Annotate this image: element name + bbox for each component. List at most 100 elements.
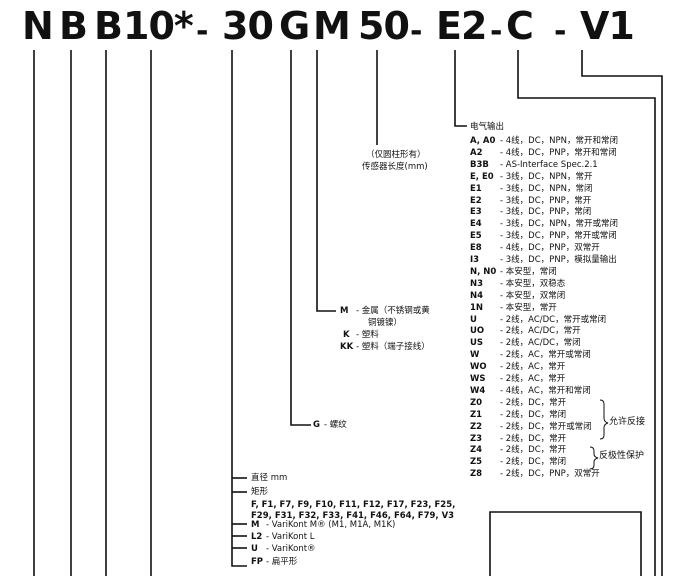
output-row-code: E4 xyxy=(470,219,482,230)
output-row-desc: - 本安型，双常闭 xyxy=(500,290,566,301)
code-dash-2: - xyxy=(410,14,422,49)
bracket-polarity-label: 反极性保护 xyxy=(599,451,645,461)
output-row-desc: - 2线，AC/DC，常开或常闭 xyxy=(500,314,607,325)
code-c: C xyxy=(506,4,534,48)
output-row-code: B3B xyxy=(470,159,489,170)
thread-code: G xyxy=(313,420,320,430)
output-row-desc: - 2线，AC，常开 xyxy=(500,362,566,373)
rect-codes-line2: F29, F31, F32, F33, F41, F46, F64, F79, … xyxy=(251,511,455,521)
output-row-code: Z2 xyxy=(470,421,483,432)
rect-label: 矩形 xyxy=(251,487,269,497)
material-code-m: M xyxy=(340,306,349,316)
output-row-desc: - 2线，DC，常闭 xyxy=(500,457,567,468)
output-row-desc: - 2线，DC，常开或常闭 xyxy=(500,421,592,432)
code-b2: B xyxy=(94,4,123,48)
code-b1: B xyxy=(59,4,88,48)
output-row-desc: - 4线，DC，NPN，常开和常闭 xyxy=(500,136,619,146)
code-dash-1: - xyxy=(196,14,208,49)
output-row-desc: - 2线，DC，常开 xyxy=(500,445,567,456)
output-row-desc: - 2线，AC/DC，常开 xyxy=(500,326,581,337)
output-row-desc: - 本安型，双稳态 xyxy=(500,278,566,289)
output-row-code: Z8 xyxy=(470,469,483,480)
output-row-code: E3 xyxy=(470,207,482,218)
output-row-code: US xyxy=(470,338,484,349)
code-e2: E2 xyxy=(436,4,487,48)
code-m: M xyxy=(313,4,351,48)
output-row-desc: - 本安型，常开 xyxy=(500,302,557,313)
output-row-code: Z1 xyxy=(470,409,483,420)
output-row-code: N3 xyxy=(470,278,484,289)
output-row-code: W4 xyxy=(470,385,486,396)
code-50: 50 xyxy=(358,4,410,48)
output-row-code: E8 xyxy=(470,243,482,254)
housing-desc-l2: - VariKont L xyxy=(266,532,315,542)
output-row-code: N4 xyxy=(470,290,484,301)
output-row-desc: - 3线，DC，PNP，模拟量输出 xyxy=(500,255,617,265)
output-row-desc: - 3线，DC，NPN，常开 xyxy=(500,171,593,182)
output-row-code: Z0 xyxy=(470,397,483,408)
output-row-code: UO xyxy=(470,326,485,337)
code-dash-4: - xyxy=(554,14,566,49)
housing-code-fp: FP xyxy=(251,557,264,567)
output-title: 电气输出 xyxy=(470,122,505,132)
output-row-desc: - 2线，AC，常开或常闭 xyxy=(500,350,591,361)
output-row-code: Z5 xyxy=(470,457,483,468)
material-code-kk: KK xyxy=(340,342,354,352)
diameter-label: 直径 mm xyxy=(251,473,288,483)
thread-desc: - 螺纹 xyxy=(324,420,347,430)
material-code-k: K xyxy=(343,330,350,340)
output-row-desc: - 2线，AC/DC，常闭 xyxy=(500,338,581,349)
output-row-code: E1 xyxy=(470,183,482,194)
housing-code-m: M xyxy=(251,520,260,530)
output-row-code: WO xyxy=(470,362,487,373)
output-row-code: Z4 xyxy=(470,445,483,456)
rect-codes-line1: F, F1, F7, F9, F10, F11, F12, F17, F23, … xyxy=(251,500,456,510)
output-row-desc: - 2线，DC，常闭 xyxy=(500,409,567,420)
code-10: 10* xyxy=(123,4,194,48)
housing-desc-u: - VariKont® xyxy=(266,544,316,554)
output-row-desc: - 4线，AC，常开和常闭 xyxy=(500,385,591,396)
housing-desc-m: - VariKont M® (M1, M1A, M1K) xyxy=(266,520,396,530)
output-row-code: A2 xyxy=(470,147,483,158)
output-row-code: E5 xyxy=(470,231,482,242)
output-row-desc: - 4线，DC，PNP，双常开 xyxy=(500,243,600,254)
housing-code-u: U xyxy=(251,544,258,554)
output-row-code: A, A0 xyxy=(470,136,496,146)
material-desc-kk: - 塑料（端子接线） xyxy=(356,342,430,352)
output-row-desc: - 3线，DC，PNP，常开 xyxy=(500,195,592,206)
output-row-desc: - 4线，DC，PNP，常开和常闭 xyxy=(500,147,617,158)
code-30: 30 xyxy=(222,4,274,48)
code-n: N xyxy=(22,4,54,48)
code-g: G xyxy=(279,4,310,48)
code-v1: V1 xyxy=(580,4,635,48)
output-row-code: 1N xyxy=(470,302,484,313)
housing-desc-fp: - 扁平形 xyxy=(266,557,298,567)
bracket-feedback-label: 允许反接 xyxy=(609,417,646,427)
material-desc-m-cont: 铜镀镍） xyxy=(368,318,403,328)
output-row-code: WS xyxy=(470,374,486,384)
code-dash-3: - xyxy=(490,14,502,49)
output-row-code: W xyxy=(470,350,480,361)
output-row-desc: - 3线，DC，PNP，常闭 xyxy=(500,207,592,218)
output-row-code: E2 xyxy=(470,195,482,206)
output-row-code: E, E0 xyxy=(470,171,494,182)
material-desc-k: - 塑料 xyxy=(356,330,379,340)
output-row-desc: - 本安型，常闭 xyxy=(500,266,557,277)
length-note-line2: 传感器长度(mm) xyxy=(362,162,428,172)
output-row-code: N, N0 xyxy=(470,266,497,277)
housing-code-l2: L2 xyxy=(251,532,263,542)
output-row-code: Z3 xyxy=(470,433,483,444)
length-note-line1: （仅圆柱形有） xyxy=(366,150,426,160)
output-row-code: U xyxy=(470,314,477,325)
output-row-desc: - 2线，DC，常开 xyxy=(500,397,567,408)
output-row-desc: - 2线，DC，PNP，双常开 xyxy=(500,469,600,480)
output-row-desc: - 2线，AC，常开 xyxy=(500,374,566,384)
output-row-desc: - 2线，DC，常开 xyxy=(500,433,567,444)
output-row-desc: - 3线，DC，PNP，常开或常闭 xyxy=(500,231,617,242)
output-row-desc: - 3线，DC，NPN，常闭 xyxy=(500,183,593,194)
output-row-code: I3 xyxy=(470,255,480,265)
material-desc-m: - 金属（不锈钢或黄 xyxy=(356,306,430,316)
output-row-desc: - AS-Interface Spec.2.1 xyxy=(500,159,598,170)
